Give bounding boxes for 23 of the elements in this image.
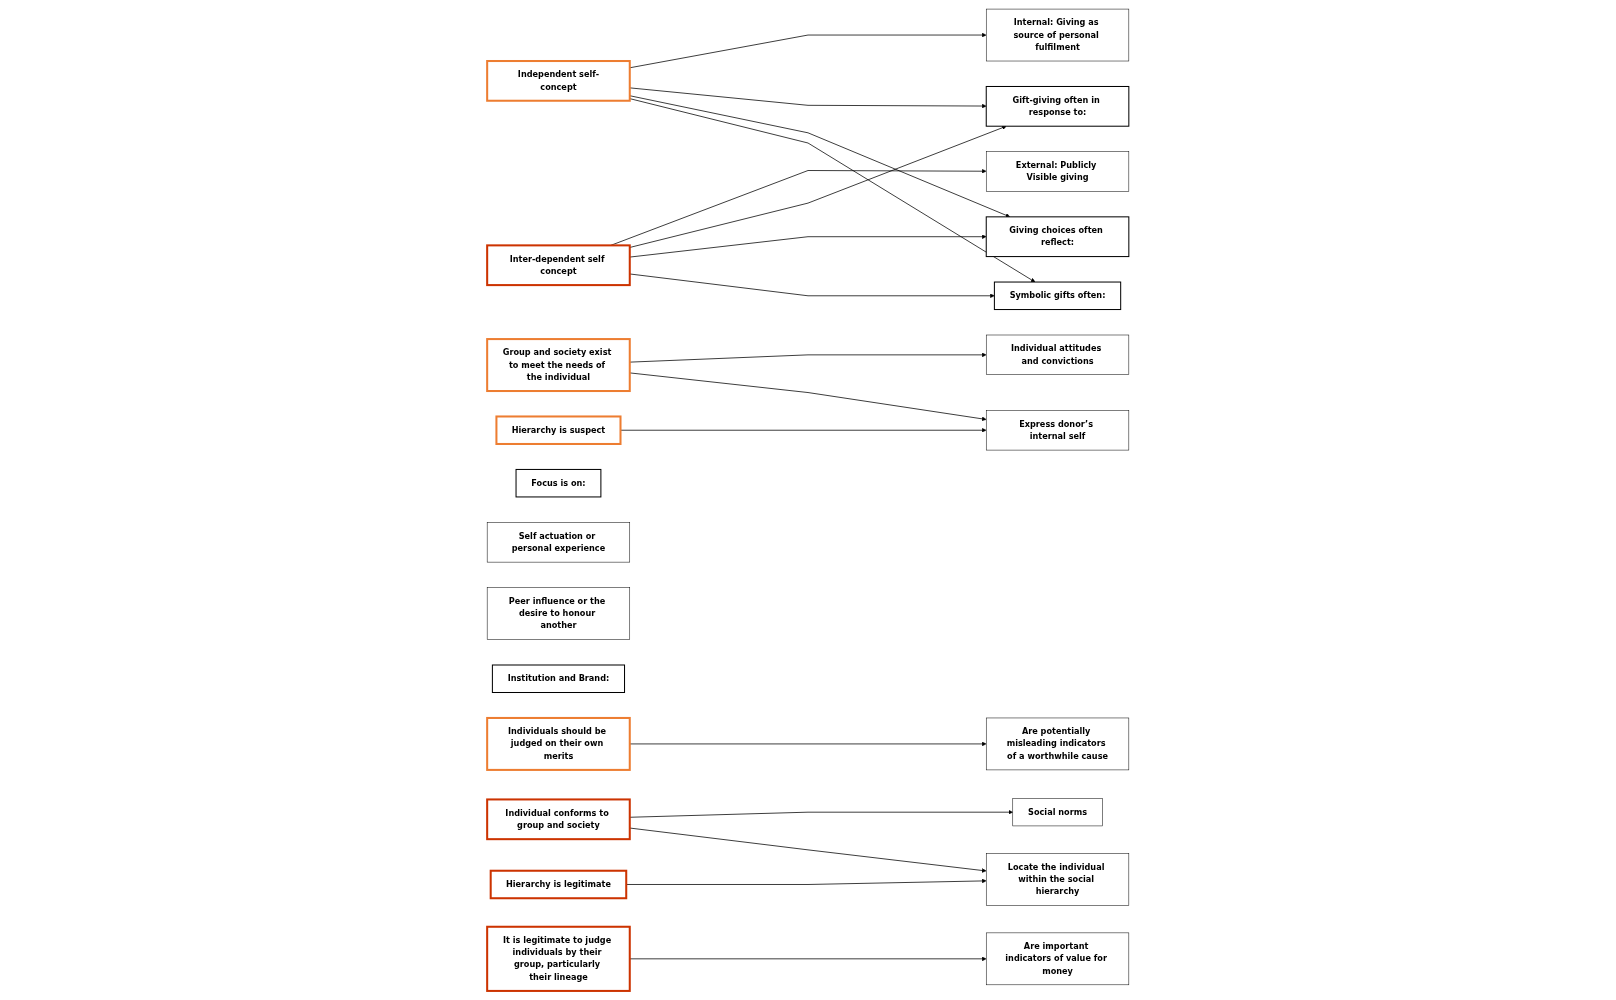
node-box: Giving choices often reflect: — [985, 216, 1130, 258]
node-box: Peer influence or the desire to honour another — [486, 587, 630, 640]
node-box: Self actuation or personal experience — [486, 522, 630, 563]
node-box: Symbolic gifts often: — [993, 281, 1122, 311]
node-box: It is legitimate to judge individuals by their group, particularly their lineage — [486, 925, 631, 992]
node-box: Independent self-concept — [486, 60, 631, 102]
node-box: Social norms — [1012, 798, 1103, 827]
node-box: Internal: Giving as source of personal fulfilment — [986, 8, 1130, 62]
node-box: Inter-dependent self concept — [486, 244, 631, 287]
node-box: Are important indicators of value for money — [986, 932, 1130, 986]
node-box: Group and society exist to meet the needs of the individual — [486, 338, 631, 393]
node-box: Individual conforms to group and society — [486, 798, 631, 841]
node-box: Individual attitudes and convictions — [986, 334, 1130, 375]
node-box: Are potentially misleading indicators of a worthwhile cause — [986, 717, 1130, 771]
node-box: Individuals should be judged on their own merits — [486, 716, 631, 771]
node-box: Locate the individual within the social hierarchy — [986, 853, 1130, 906]
node-box: Focus is on: — [515, 468, 602, 498]
node-box: Institution and Brand: — [491, 664, 626, 693]
node-box: Gift-giving often in response to: — [985, 85, 1130, 127]
node-box: Hierarchy is legitimate — [489, 869, 628, 900]
node-box: External: Publicly Visible giving — [986, 151, 1130, 192]
node-box: Hierarchy is suspect — [495, 415, 622, 445]
node-box: Express donor’s internal self — [986, 410, 1130, 451]
